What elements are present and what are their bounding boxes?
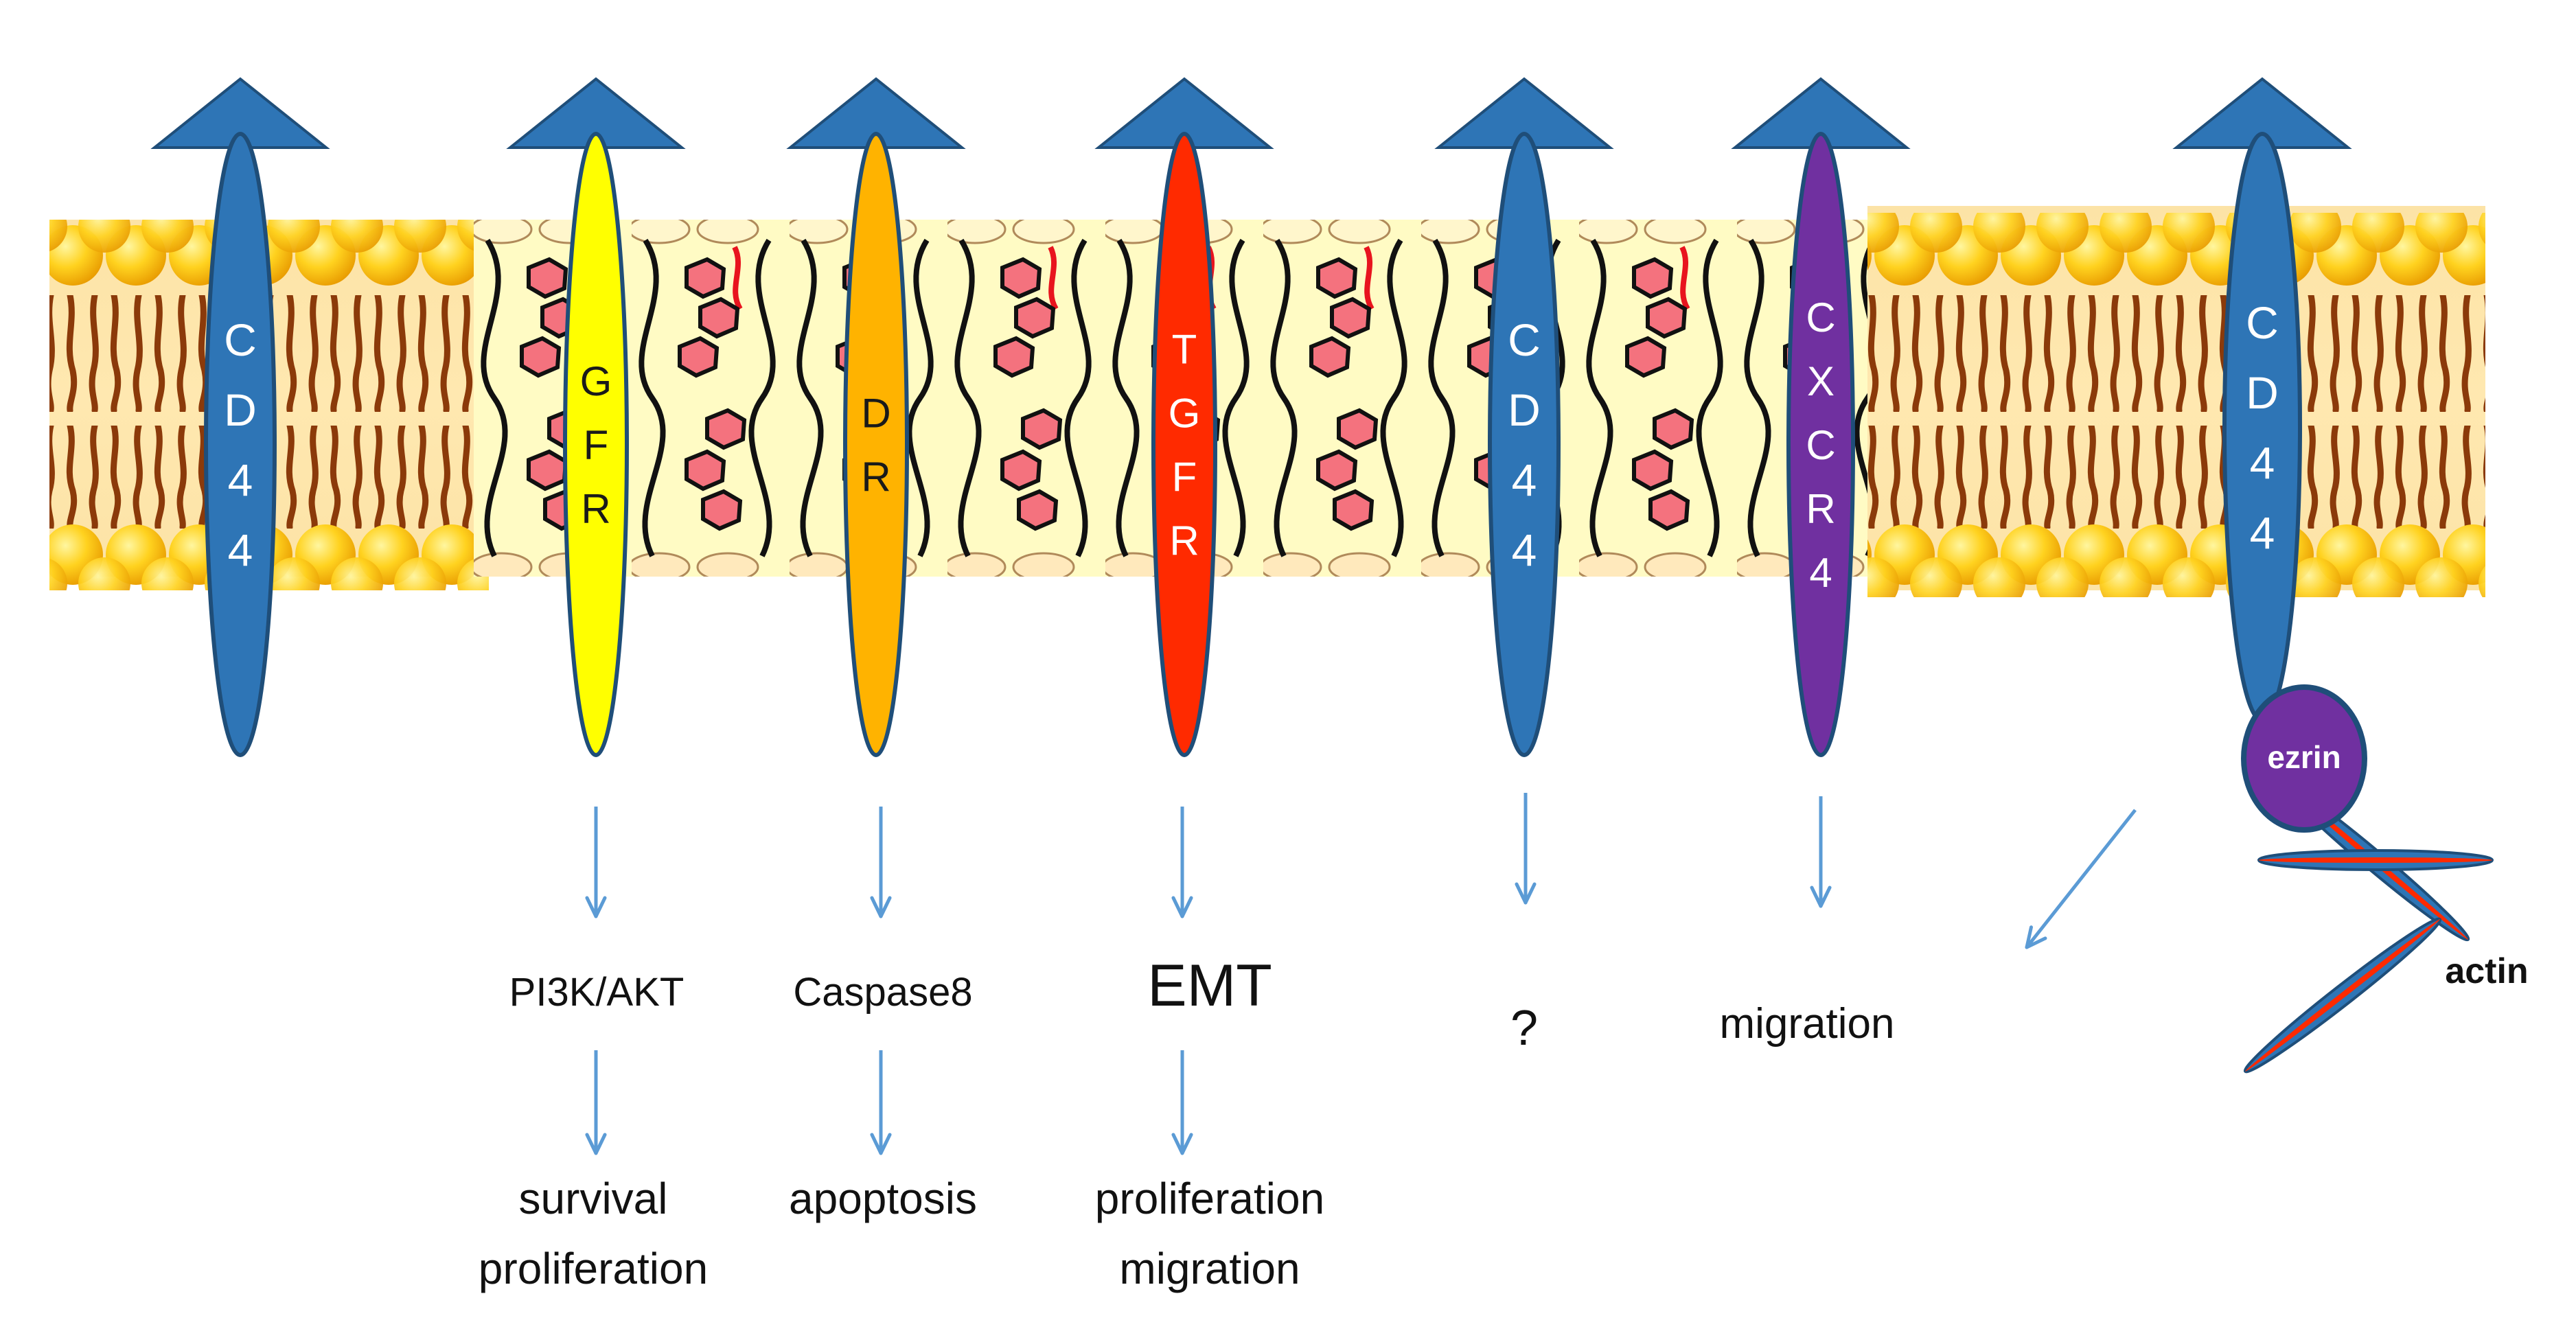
signal-arrow bbox=[1810, 796, 1832, 908]
signal-arrow bbox=[1171, 807, 1193, 918]
signal-arrow bbox=[585, 1050, 607, 1155]
signal-arrow bbox=[1171, 1050, 1193, 1155]
signal-arrow bbox=[585, 807, 607, 918]
receptor-body bbox=[843, 132, 909, 757]
signaling-arrows bbox=[585, 793, 2137, 1155]
receptor-body bbox=[563, 132, 629, 757]
ezrin-label: ezrin bbox=[2267, 739, 2341, 775]
pathway-labels: PI3K/AKT survival proliferation Caspase8… bbox=[479, 953, 1895, 1293]
receptor-body bbox=[1786, 132, 1855, 757]
dr-outcome-apoptosis: apoptosis bbox=[789, 1174, 977, 1223]
lipid-bilayer-right bbox=[1867, 206, 2485, 597]
ezrin-actin-complex: ezrin actin bbox=[2241, 684, 2529, 1074]
signal-arrow bbox=[870, 807, 892, 918]
gfr-outcome-survival: survival bbox=[519, 1174, 668, 1223]
receptor-body bbox=[2222, 132, 2302, 723]
actin-filament-core bbox=[2259, 857, 2492, 863]
gfr-outcome-proliferation: proliferation bbox=[479, 1244, 708, 1293]
tgfr-outcome-proliferation: proliferation bbox=[1095, 1174, 1324, 1223]
gfr-step1-label: PI3K/AKT bbox=[509, 970, 685, 1015]
dr-step1-label: Caspase8 bbox=[793, 970, 972, 1015]
receptor-body bbox=[204, 132, 277, 757]
signal-arrow bbox=[1515, 793, 1537, 905]
ezrin-protein bbox=[2241, 684, 2367, 833]
cd44-step1-label: ? bbox=[1510, 1001, 1538, 1056]
cxcr4-step1-label: migration bbox=[1720, 1000, 1895, 1048]
signal-arrow bbox=[2025, 809, 2137, 949]
actin-label: actin bbox=[2445, 951, 2528, 991]
tgfr-outcome-migration: migration bbox=[1119, 1244, 1300, 1293]
receptor-body bbox=[1151, 132, 1217, 757]
tgfr-step1-label: EMT bbox=[1147, 953, 1272, 1019]
signal-arrow bbox=[870, 1050, 892, 1155]
receptor-body bbox=[1488, 132, 1561, 757]
plasma-membrane bbox=[49, 206, 2485, 597]
actin-filament-core bbox=[2245, 919, 2440, 1072]
